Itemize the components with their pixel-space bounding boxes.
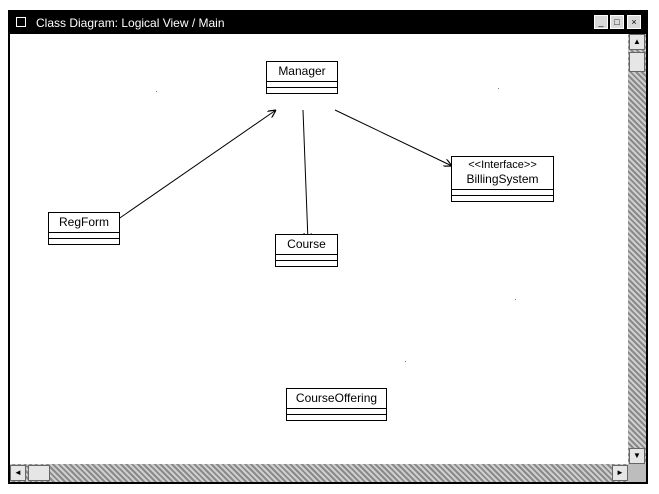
class-diagram-window: Class Diagram: Logical View / Main _ □ ×… bbox=[8, 10, 648, 484]
class-course-attributes bbox=[276, 255, 337, 261]
vertical-scrollbar[interactable]: ▲ ▼ bbox=[628, 34, 646, 464]
association-lines bbox=[113, 34, 628, 464]
class-course-name: Course bbox=[276, 235, 337, 255]
diagram-canvas[interactable]: Manager RegForm Course <<Interface>> Bil… bbox=[10, 34, 628, 464]
class-billingsystem-operations bbox=[452, 196, 553, 201]
class-courseoffering[interactable]: CourseOffering bbox=[286, 388, 387, 421]
class-manager-name: Manager bbox=[267, 62, 337, 82]
class-courseoffering-attributes bbox=[287, 409, 386, 415]
horizontal-scrollbar[interactable]: ◄ ► bbox=[10, 464, 628, 482]
class-manager-operations bbox=[267, 88, 337, 93]
system-menu-icon[interactable] bbox=[16, 17, 26, 27]
canvas-speck bbox=[498, 88, 499, 89]
class-courseoffering-operations bbox=[287, 415, 386, 420]
class-regform[interactable]: RegForm bbox=[48, 212, 120, 245]
window-titlebar[interactable]: Class Diagram: Logical View / Main _ □ × bbox=[10, 12, 646, 34]
vertical-scroll-thumb[interactable] bbox=[629, 52, 645, 72]
class-manager-attributes bbox=[267, 82, 337, 88]
horizontal-scroll-thumb[interactable] bbox=[28, 465, 50, 481]
minimize-button[interactable]: _ bbox=[594, 15, 608, 29]
close-button[interactable]: × bbox=[627, 15, 641, 29]
canvas-speck bbox=[515, 299, 516, 300]
class-courseoffering-name: CourseOffering bbox=[287, 389, 386, 409]
class-manager[interactable]: Manager bbox=[266, 61, 338, 94]
class-billingsystem-attributes bbox=[452, 190, 553, 196]
association-regform-manager[interactable] bbox=[113, 110, 276, 223]
scroll-left-button[interactable]: ◄ bbox=[10, 465, 26, 481]
scroll-right-button[interactable]: ► bbox=[612, 465, 628, 481]
class-billingsystem[interactable]: <<Interface>> BillingSystem bbox=[451, 156, 554, 202]
class-regform-operations bbox=[49, 239, 119, 244]
scroll-down-button[interactable]: ▼ bbox=[629, 448, 645, 464]
association-manager-course[interactable] bbox=[302, 109, 308, 241]
class-billingsystem-name: BillingSystem bbox=[452, 172, 553, 190]
scroll-up-button[interactable]: ▲ bbox=[629, 34, 645, 50]
canvas-speck bbox=[405, 361, 406, 362]
window-title: Class Diagram: Logical View / Main bbox=[36, 16, 225, 30]
scrollbar-corner bbox=[628, 464, 646, 482]
class-regform-attributes bbox=[49, 233, 119, 239]
class-billingsystem-stereotype: <<Interface>> bbox=[468, 159, 537, 171]
maximize-button[interactable]: □ bbox=[610, 15, 624, 29]
association-manager-billing[interactable] bbox=[334, 109, 452, 166]
canvas-speck bbox=[156, 91, 157, 92]
class-course[interactable]: Course bbox=[275, 234, 338, 267]
class-regform-name: RegForm bbox=[49, 213, 119, 233]
class-course-operations bbox=[276, 261, 337, 266]
